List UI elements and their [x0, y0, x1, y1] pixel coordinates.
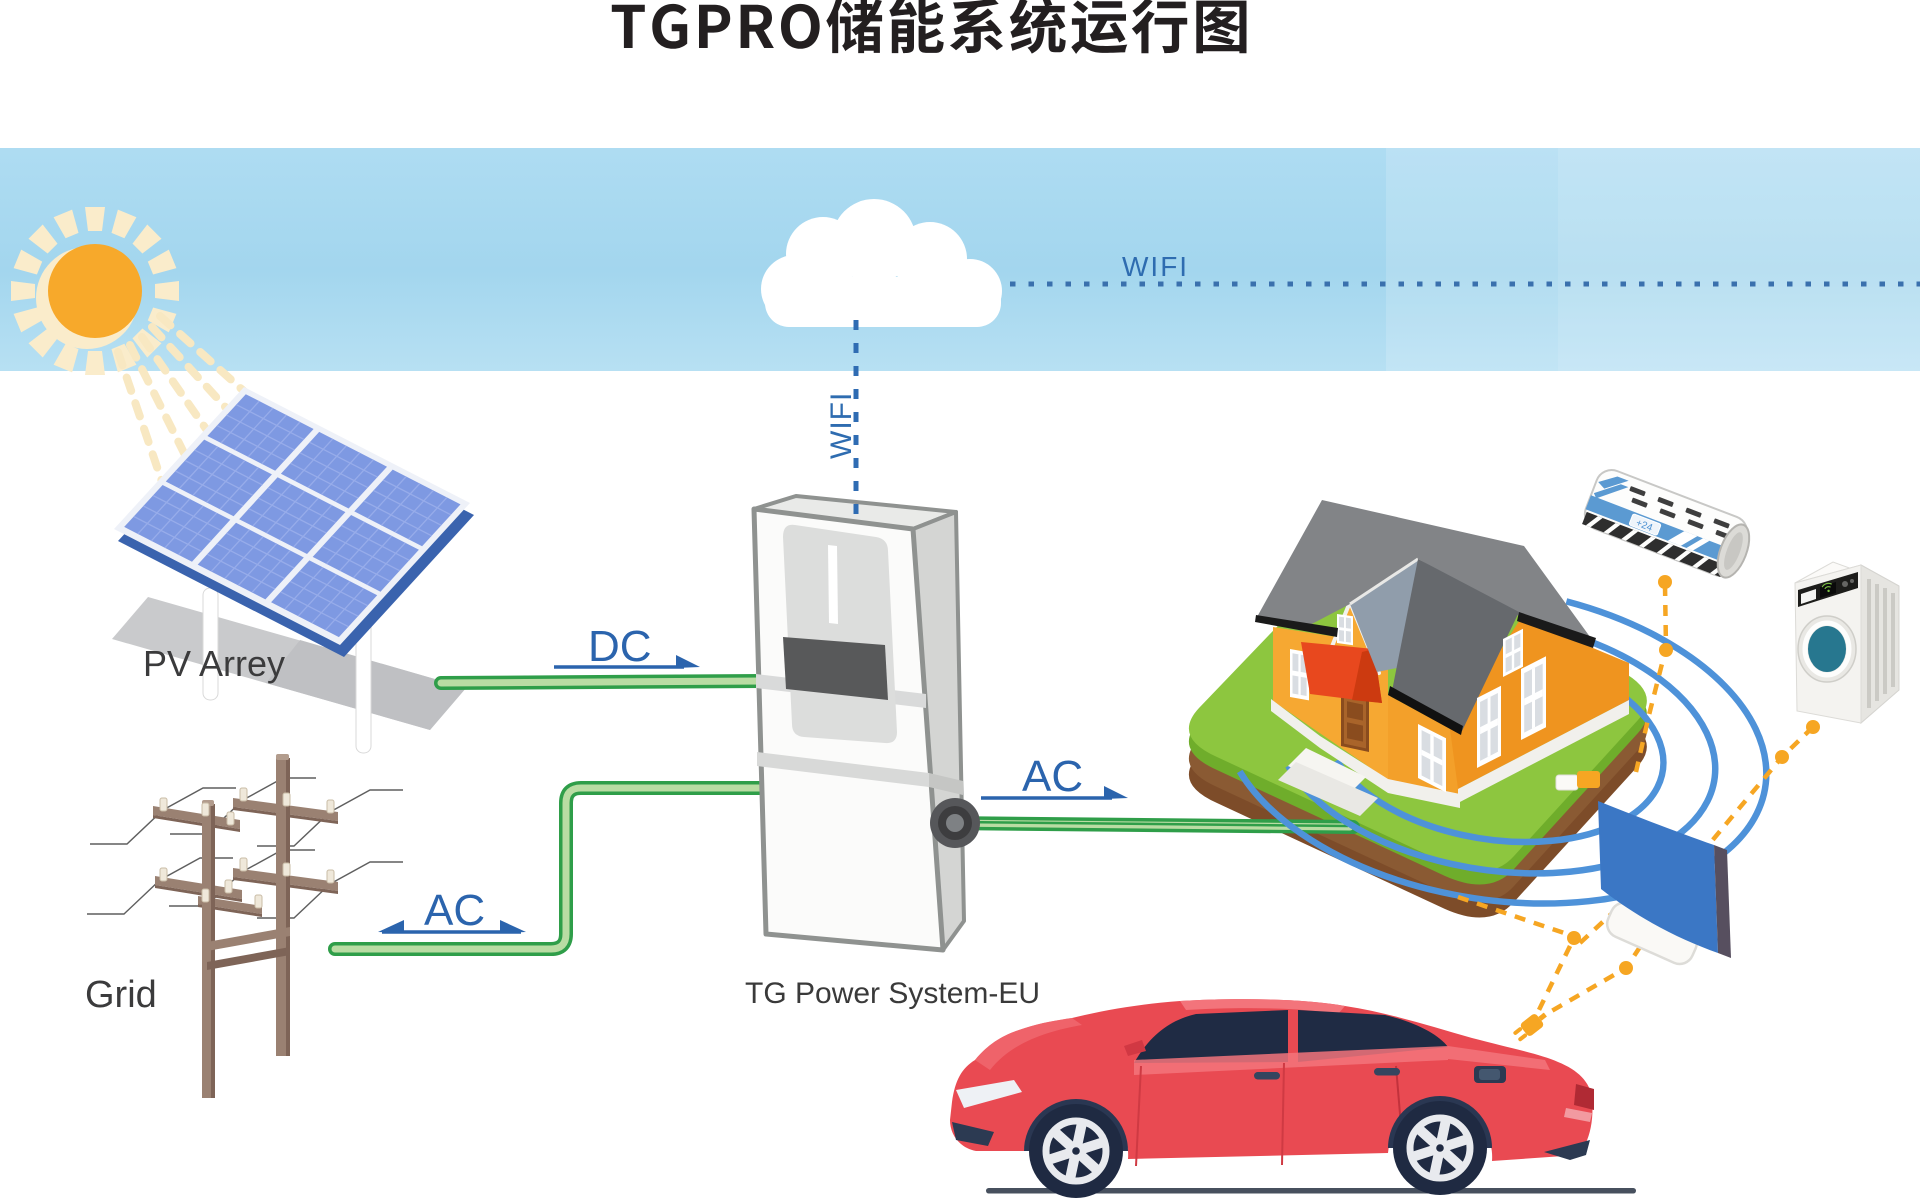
svg-text:DC: DC: [588, 622, 652, 671]
svg-text:WIFI: WIFI: [825, 392, 858, 459]
svg-text:AC: AC: [1022, 752, 1083, 801]
svg-text:TG Power System-EU: TG Power System-EU: [745, 977, 1040, 1010]
svg-text:AC: AC: [424, 886, 485, 935]
svg-text:Grid: Grid: [85, 974, 157, 1016]
svg-text:WIFI: WIFI: [1122, 251, 1189, 282]
svg-text:PV Arrey: PV Arrey: [143, 643, 285, 684]
